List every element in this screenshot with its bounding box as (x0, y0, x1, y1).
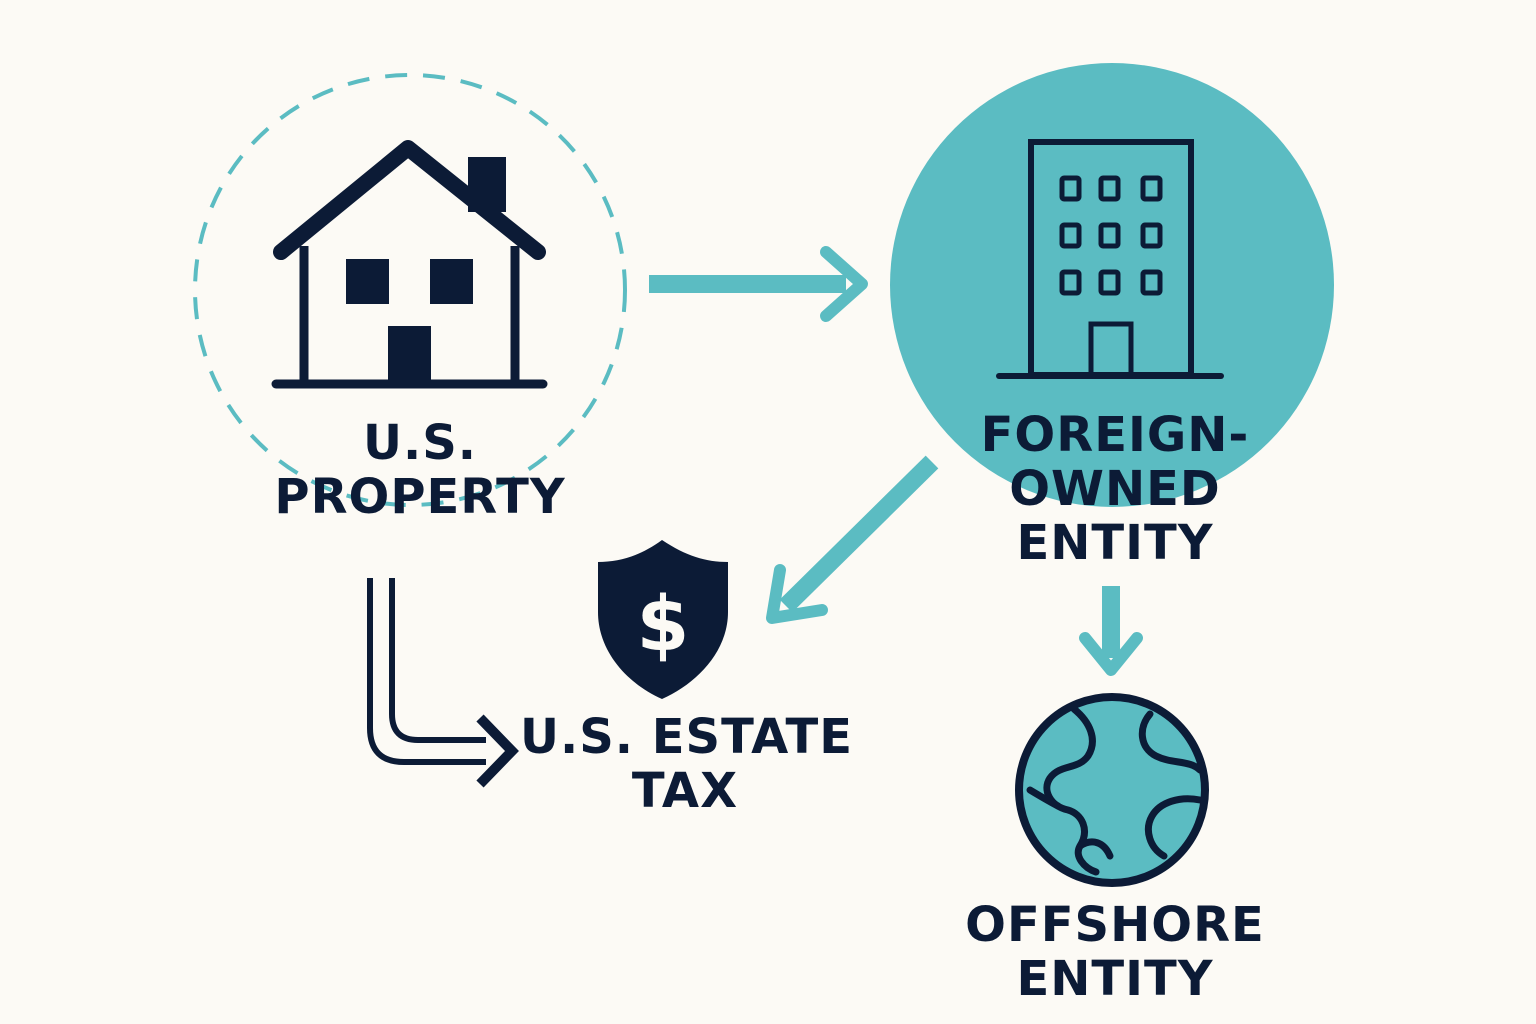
estate-tax-label-line2: TAX (631, 763, 739, 819)
foreign-entity-label-line1: FOREIGN- (980, 407, 1250, 463)
foreign-entity-label-line2: OWNED (1009, 461, 1221, 517)
offshore-entity-label: OFFSHORE ENTITY (950, 898, 1280, 1006)
us-property-label-line1: U.S. (362, 415, 477, 471)
shield-dollar-icon: $ (598, 540, 728, 699)
offshore-entity-label-line1: OFFSHORE (965, 897, 1265, 953)
estate-tax-label: U.S. ESTATE TAX (520, 709, 854, 819)
foreign-entity-label: FOREIGN- OWNED ENTITY (960, 408, 1270, 570)
arrow-foreign-entity-to-estate-tax (766, 455, 939, 624)
arrow-property-to-foreign-entity (649, 246, 868, 322)
us-property-label-line2: PROPERTY (274, 469, 566, 525)
estate-tax-label-line1: U.S. ESTATE (520, 709, 854, 765)
foreign-entity-label-line3: ENTITY (1016, 515, 1214, 571)
house-icon (271, 140, 548, 389)
globe-icon (1015, 693, 1209, 887)
offshore-entity-label-line2: ENTITY (1016, 951, 1214, 1007)
arrow-property-to-estate-tax (367, 578, 519, 788)
office-building-icon (996, 139, 1224, 379)
property-dashed-ring (193, 73, 627, 507)
foreign-entity-circle (890, 63, 1334, 507)
us-property-label: U.S. PROPERTY (260, 416, 580, 524)
arrow-foreign-entity-to-offshore (1079, 586, 1143, 676)
svg-text:$: $ (637, 579, 690, 668)
